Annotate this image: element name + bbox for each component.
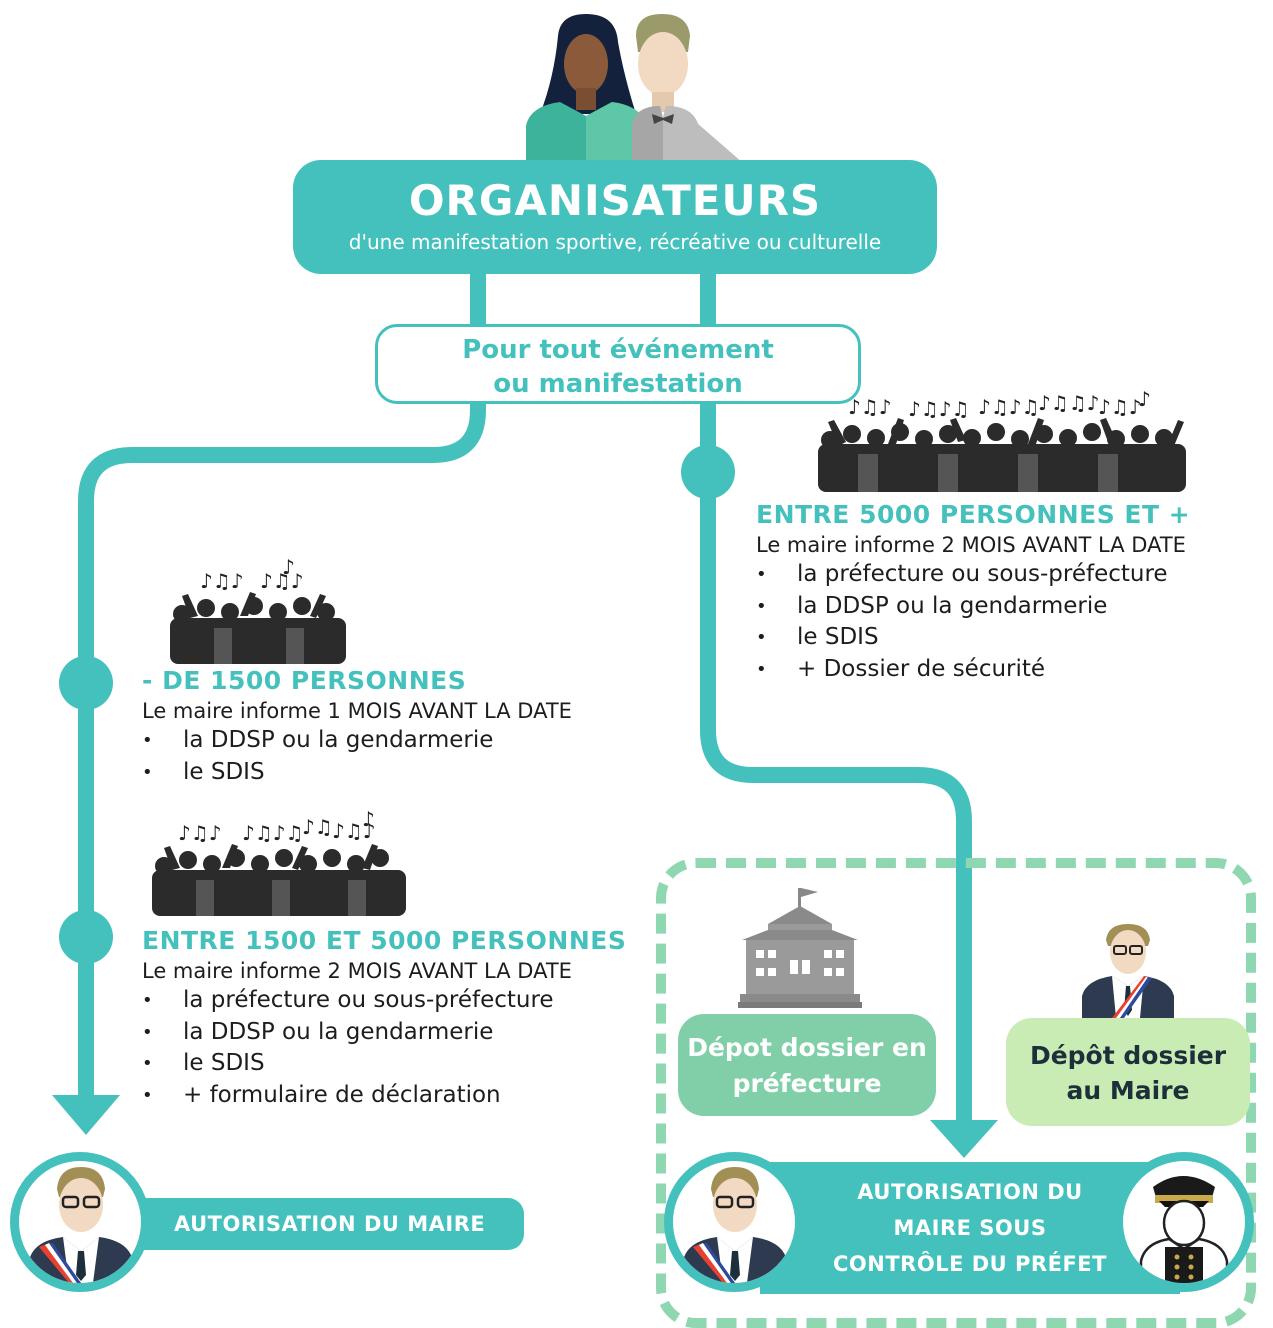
section-small: - DE 1500 PERSONNES Le maire informe 1 M…: [142, 666, 572, 788]
header-subtitle: d'une manifestation sportive, récréative…: [348, 230, 882, 254]
list-item: la DDSP ou la gendarmerie: [142, 725, 572, 757]
svg-text:♪: ♪: [1138, 387, 1151, 411]
maire-line-2: au Maire: [1066, 1076, 1190, 1105]
auth-prefet-line-2: MAIRE SOUS: [893, 1216, 1047, 1240]
crowd-large-icon: ♪♫♪♪♫♪♫♪♫♪♫ ♪♫♫♪♪♫♪♪: [818, 387, 1186, 492]
section-medium: ENTRE 1500 ET 5000 PERSONNES Le maire in…: [142, 926, 626, 1111]
arrow-right: [930, 1120, 998, 1158]
svg-text:♪♫♪: ♪♫♪: [1098, 395, 1141, 419]
auth-prefet-line-3: CONTRÔLE DU PRÉFET: [833, 1252, 1107, 1276]
mayor-icon: [683, 1167, 787, 1283]
prefect-icon: [1139, 1176, 1229, 1283]
svg-text:♪♫♪: ♪♫♪: [848, 395, 891, 419]
organisers-icon: [526, 14, 744, 164]
node-large: [681, 445, 735, 499]
node-medium: [59, 910, 113, 964]
svg-text:♪: ♪: [362, 808, 375, 831]
mayor-avatar-left: [10, 1152, 150, 1292]
list-item: la préfecture ou sous-préfecture: [142, 985, 626, 1017]
event-box: Pour tout événement ou manifestation: [375, 324, 861, 404]
svg-text:♪♫♪: ♪♫♪: [178, 821, 221, 845]
connector-left: [78, 274, 486, 1095]
svg-text:♪♫♪♫: ♪♫♪♫: [978, 395, 1039, 419]
list-item: le SDIS: [142, 757, 572, 789]
mayor-icon: [29, 1167, 133, 1283]
svg-text:♪♫♪: ♪♫♪: [332, 819, 375, 843]
auth-maire-label: AUTORISATION DU MAIRE: [174, 1212, 486, 1236]
list-item: la DDSP ou la gendarmerie: [756, 591, 1190, 623]
section-small-list: la DDSP ou la gendarmerie le SDIS: [142, 725, 572, 788]
section-large-title: ENTRE 5000 PERSONNES ET +: [756, 500, 1191, 529]
mayor-icon: [1082, 924, 1174, 1018]
list-item: la DDSP ou la gendarmerie: [142, 1017, 626, 1049]
auth-prefet-line-1: AUTORISATION DU: [857, 1180, 1083, 1204]
list-item: la préfecture ou sous-préfecture: [756, 559, 1190, 591]
svg-text:♪♫♪♫: ♪♫♪♫: [242, 821, 303, 845]
svg-text:♪♫♫♪: ♪♫♫♪: [1038, 391, 1099, 415]
svg-text:♪♫: ♪♫: [302, 815, 333, 839]
connector-right: [700, 274, 972, 1122]
prefecture-deposit-box: Dépot dossier en préfecture: [678, 1014, 936, 1116]
maire-deposit-box: Dépôt dossier au Maire: [1006, 1018, 1250, 1126]
section-large-list: la préfecture ou sous-préfecture la DDSP…: [756, 559, 1190, 685]
section-medium-title: ENTRE 1500 ET 5000 PERSONNES: [142, 926, 627, 955]
crowd-medium-icon: ♪♫♪♪♫♪♫♪♫ ♪♫♪♪: [152, 808, 406, 916]
prefecture-line-1: Dépot dossier en: [687, 1033, 927, 1062]
section-large: ENTRE 5000 PERSONNES ET + Le maire infor…: [756, 500, 1190, 685]
section-large-text: Le maire informe 2 MOIS AVANT LA DATE: [756, 533, 1186, 557]
maire-line-1: Dépôt dossier: [1029, 1041, 1227, 1070]
organisers-header: ORGANISATEURS d'une manifestation sporti…: [293, 160, 937, 274]
header-title: ORGANISATEURS: [408, 176, 822, 225]
section-small-title: - DE 1500 PERSONNES: [142, 666, 467, 695]
node-small: [59, 656, 113, 710]
crowd-small-icon: ♪♫♪♪♫♪♪: [170, 556, 346, 664]
mayor-avatar-right: [664, 1152, 804, 1292]
svg-text:♪♫♪: ♪♫♪: [260, 569, 303, 593]
section-medium-text: Le maire informe 2 MOIS AVANT LA DATE: [142, 959, 572, 983]
city-hall-icon: [738, 888, 862, 1008]
prefect-avatar: [1114, 1152, 1254, 1292]
svg-text:♪♫♪: ♪♫♪: [200, 569, 243, 593]
list-item: le SDIS: [142, 1048, 626, 1080]
section-small-text: Le maire informe 1 MOIS AVANT LA DATE: [142, 699, 572, 723]
list-item: le SDIS: [756, 622, 1190, 654]
svg-text:♪: ♪: [282, 556, 295, 579]
event-line-2: ou manifestation: [493, 369, 743, 399]
arrow-left: [52, 1095, 120, 1135]
list-item: + Dossier de sécurité: [756, 654, 1190, 686]
list-item: + formulaire de déclaration: [142, 1080, 626, 1112]
auth-prefet-banner: AUTORISATION DU MAIRE SOUS CONTRÔLE DU P…: [760, 1162, 1180, 1294]
auth-maire-banner: AUTORISATION DU MAIRE: [140, 1198, 524, 1250]
event-line-1: Pour tout événement: [462, 335, 774, 365]
section-medium-list: la préfecture ou sous-préfecture la DDSP…: [142, 985, 626, 1111]
prefecture-line-2: préfecture: [732, 1069, 882, 1098]
svg-text:♪♫♪♫: ♪♫♪♫: [908, 397, 969, 421]
